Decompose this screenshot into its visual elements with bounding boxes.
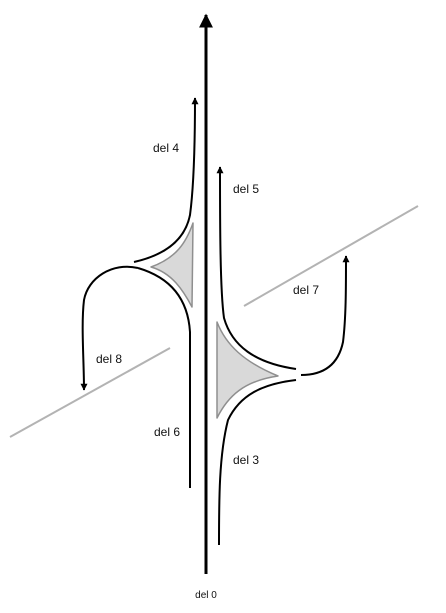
- label-del-6: del 6: [154, 425, 180, 439]
- label-del-3: del 3: [233, 453, 259, 467]
- label-del-5: del 5: [233, 182, 259, 196]
- ramp-del-6: [137, 267, 191, 488]
- traffic-island-lower: [216, 321, 279, 419]
- traffic-island-upper: [150, 222, 194, 308]
- label-del-7: del 7: [293, 283, 319, 297]
- ramp-del-4: [133, 97, 199, 263]
- ramp-del-5: [216, 166, 297, 370]
- ramp-del-3: [218, 379, 297, 546]
- ramp-del-8: [80, 265, 139, 391]
- boundary-line-left: [9, 347, 171, 438]
- label-del-4: del 4: [153, 141, 179, 155]
- label-del-8: del 8: [96, 352, 122, 366]
- ramp-del-7: [300, 255, 350, 376]
- label-del-0: del 0: [195, 590, 217, 601]
- boundary-line-right: [243, 205, 419, 307]
